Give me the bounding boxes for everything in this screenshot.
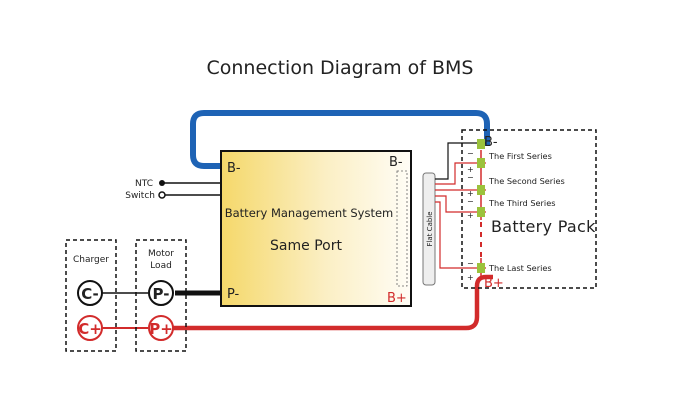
- charger-plus-label: C+: [78, 320, 102, 338]
- cell-last-minus: −: [467, 259, 474, 268]
- negative-b-wire: [190, 110, 490, 169]
- port-type: Same Port: [270, 238, 342, 254]
- battery-pack-box: [461, 129, 597, 289]
- balance-wire-last: [435, 201, 486, 269]
- charger-minus-terminal: [77, 280, 103, 306]
- motor-label-line1: Motor: [148, 249, 174, 259]
- cell-2-plus: +: [467, 189, 474, 198]
- balance-wire-bminus: [435, 142, 486, 180]
- cell-2-minus: −: [467, 173, 474, 182]
- charger-minus-label: C-: [81, 285, 99, 303]
- cell-1-plus: +: [467, 165, 474, 174]
- cell-3-minus: −: [467, 197, 474, 206]
- balance-wire-1: [435, 162, 486, 185]
- series-label-last: The Last Series: [488, 263, 552, 273]
- connector-last: [477, 263, 485, 273]
- pack-b-minus: B-: [484, 135, 498, 150]
- motor-load-box: [135, 239, 187, 352]
- charger-label: Charger: [73, 255, 109, 265]
- series-label-1: The First Series: [488, 151, 552, 161]
- bms-b-minus-right: B-: [389, 155, 403, 170]
- battery-pack-label: Battery Pack: [491, 217, 596, 236]
- connector-bminus: [477, 139, 485, 149]
- motor-label-line2: Load: [150, 261, 172, 271]
- balance-wire-3: [435, 195, 486, 213]
- bms-name: Battery Management System: [225, 206, 394, 220]
- page-title: Connection Diagram of BMS: [206, 57, 473, 79]
- connector-2: [477, 185, 485, 195]
- bms-p-minus: P-: [227, 287, 240, 302]
- load-plus-terminal: [148, 315, 174, 341]
- ntc-label: NTC: [135, 179, 153, 189]
- load-plus-label: P+: [149, 320, 173, 338]
- pack-b-plus: B+: [484, 276, 504, 291]
- ntc-terminal: [159, 180, 165, 186]
- bms-b-minus-left: B-: [227, 161, 241, 176]
- flat-cable: [422, 172, 436, 286]
- connector-3: [477, 207, 485, 217]
- load-minus-terminal: [148, 280, 174, 306]
- cell-3-plus: +: [467, 211, 474, 220]
- charger-plus-terminal: [77, 315, 103, 341]
- bms-board: [220, 150, 412, 307]
- balance-header: [396, 170, 408, 287]
- series-label-2: The Second Series: [488, 176, 565, 186]
- positive-wire: [172, 274, 493, 331]
- flat-cable-label: Flat Cable: [426, 211, 434, 246]
- cell-last-plus: +: [467, 273, 474, 282]
- series-label-3: The Third Series: [488, 198, 556, 208]
- charger-box: [65, 239, 117, 352]
- cell-1-minus: −: [467, 149, 474, 158]
- connector-1: [477, 158, 485, 168]
- bms-b-plus: B+: [387, 291, 407, 306]
- load-minus-label: P-: [153, 285, 170, 303]
- switch-label: Switch: [125, 191, 155, 201]
- switch-terminal: [158, 191, 166, 199]
